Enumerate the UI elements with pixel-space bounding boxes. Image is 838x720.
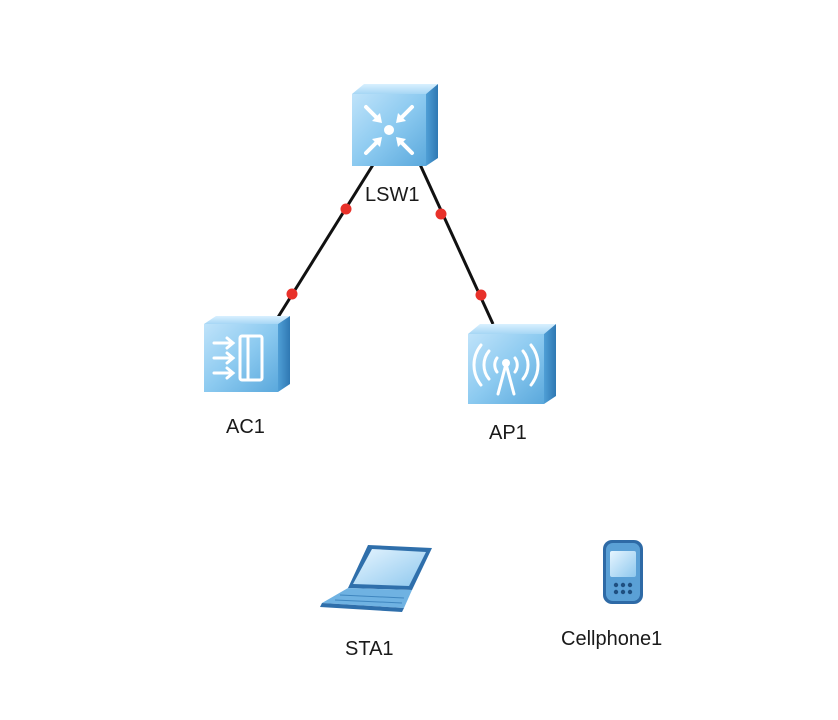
links-layer — [273, 159, 495, 325]
cellphone1-label: Cellphone1 — [561, 628, 663, 650]
switch-icon — [352, 84, 438, 166]
port-dot-lsw1-to-ac1 — [340, 203, 352, 215]
port-dot-ac1 — [286, 288, 298, 300]
access-controller-icon — [204, 316, 290, 392]
device-sta1[interactable] — [320, 545, 432, 612]
device-lsw1[interactable] — [352, 84, 438, 166]
cellphone-icon — [603, 540, 643, 604]
port-dot-ap1 — [475, 289, 487, 301]
lsw1-label: LSW1 — [365, 184, 420, 206]
laptop-icon — [320, 545, 432, 612]
access-point-icon — [468, 324, 556, 404]
device-ac1[interactable] — [204, 316, 290, 392]
ac1-label: AC1 — [226, 416, 265, 438]
sta1-label: STA1 — [345, 638, 394, 660]
device-cellphone1[interactable] — [603, 540, 643, 604]
port-dot-lsw1-to-ap1 — [435, 208, 447, 220]
ap1-label: AP1 — [489, 422, 527, 444]
device-ap1[interactable] — [468, 324, 556, 404]
